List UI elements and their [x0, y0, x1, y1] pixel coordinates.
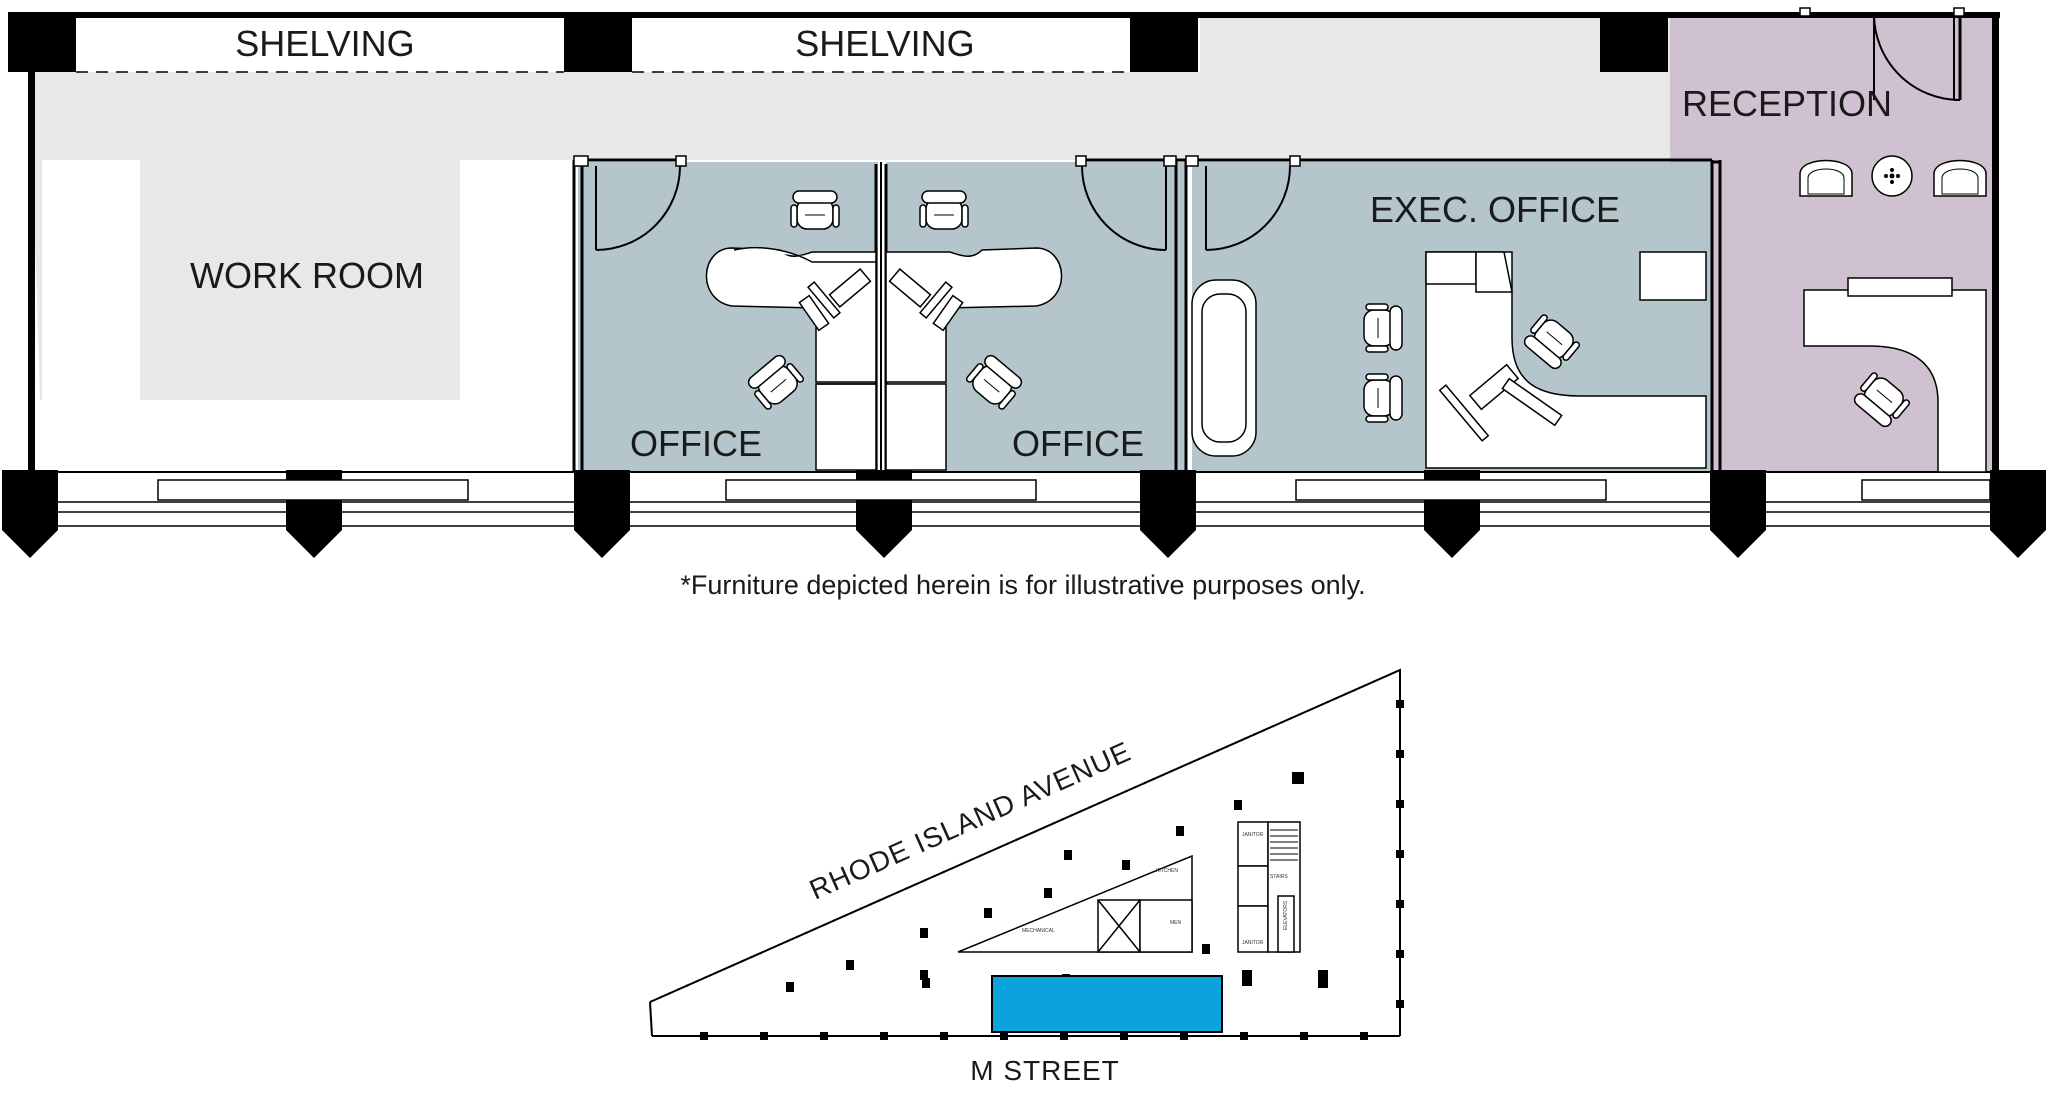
corridor-floor-upper: [1200, 16, 1670, 72]
building-edge-avenue: [649, 669, 1401, 1003]
window-credenzas: [157, 479, 1991, 501]
core-label-elevators: ELEVATORS: [1283, 900, 1289, 930]
office-right-desk: [885, 247, 1063, 471]
exec-desk: [1425, 251, 1707, 469]
corridor-floor: [30, 72, 1670, 160]
reception-seating: [1799, 155, 1987, 197]
street-label-m-street: M STREET: [970, 1055, 1120, 1086]
facade-columns: [700, 700, 1404, 1040]
building-edge-west: [649, 1001, 653, 1037]
core-label-janitor-bottom: JANITOR: [1242, 940, 1264, 946]
core-label-men: MEN: [1170, 920, 1182, 926]
street-label-rhode-island: RHODE ISLAND AVENUE: [805, 735, 1136, 905]
stair-treads: [1270, 829, 1298, 861]
exec-office-label: EXEC. OFFICE: [1370, 189, 1620, 230]
shelving-left: SHELVING: [76, 18, 564, 73]
suite-highlight: [991, 975, 1223, 1033]
window-band: [30, 501, 2030, 527]
work-room-clear-area: [42, 160, 460, 472]
key-plan: KITCHEN MECHANICAL MEN JANITOR JANITOR S…: [648, 668, 1404, 1086]
exterior-walls: [8, 12, 2000, 472]
office-left-label: OFFICE: [630, 423, 762, 464]
door-jambs: [573, 7, 1965, 167]
furniture-disclaimer: *Furniture depicted herein is for illust…: [680, 570, 1365, 600]
shelving-right-label: SHELVING: [795, 23, 974, 64]
office-left-desk: [705, 246, 877, 471]
core-label-mechanical: MECHANICAL: [1022, 928, 1055, 934]
office-computers: [798, 267, 964, 332]
core-label-janitor-top: JANITOR: [1242, 832, 1264, 838]
building-core: [957, 821, 1301, 953]
work-room-side-clear: [460, 160, 580, 472]
office-right-label: OFFICE: [1012, 423, 1144, 464]
reception-label: RECEPTION: [1682, 83, 1892, 124]
exec-sofa: [1191, 279, 1257, 457]
exec-computer: [1438, 363, 1563, 442]
shelving-right: SHELVING: [632, 18, 1130, 73]
work-room-label: WORK ROOM: [190, 255, 424, 296]
work-room-table-zone: [140, 160, 462, 400]
door-swings: [595, 13, 1961, 251]
reception-floor: [1670, 16, 1995, 472]
reception-desk: [1803, 277, 1987, 473]
shelving-left-label: SHELVING: [235, 23, 414, 64]
core-label-stairs: STAIRS: [1270, 874, 1288, 880]
core-label-kitchen: KITCHEN: [1156, 868, 1178, 874]
